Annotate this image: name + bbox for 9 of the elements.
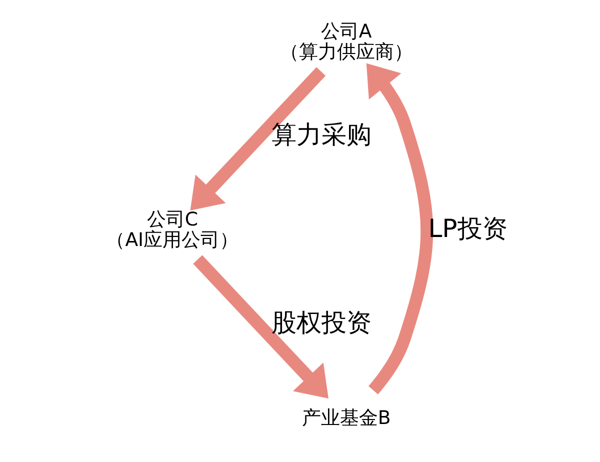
- arrow: [366, 63, 433, 394]
- edge-label: LP投资: [428, 214, 507, 243]
- node-text: 公司A （算力供应商）: [279, 22, 412, 64]
- arrow: [190, 67, 326, 210]
- edge-label: 股权投资: [270, 308, 371, 337]
- node-text: 产业基金B: [301, 408, 390, 429]
- arrow: [192, 255, 328, 399]
- node-text: 公司C （AI应用公司）: [106, 210, 238, 252]
- edge-label: 算力采购: [270, 120, 371, 149]
